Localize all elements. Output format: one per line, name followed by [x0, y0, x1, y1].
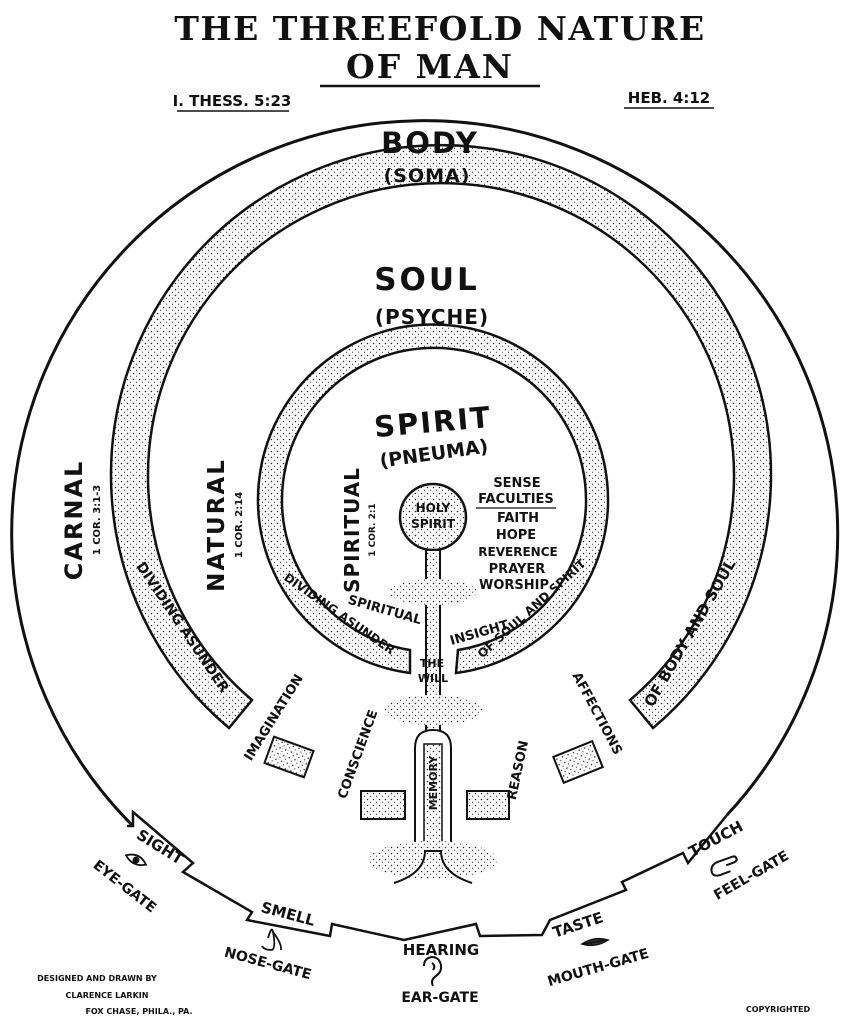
title-line-2: Of Man — [346, 47, 514, 86]
affections-label: Affections — [569, 670, 625, 758]
hand-icon — [709, 856, 740, 878]
gate-mouth: Mouth-Gate — [546, 946, 651, 990]
faculty-block-reason — [467, 791, 509, 819]
sense-taste: Taste — [551, 908, 606, 941]
spiritual-ref: 1 Cor. 2:1 — [368, 503, 378, 556]
holy-spirit-label-1: Holy — [416, 501, 451, 515]
reason-label: Reason — [505, 739, 532, 801]
faculty-sense: Sense — [493, 476, 540, 491]
conscience-label: Conscience — [335, 708, 381, 801]
spiritual-label: Spiritual — [340, 467, 364, 593]
stipple-cloud-3 — [369, 841, 497, 879]
eye-icon — [124, 851, 148, 868]
credit-line-1: Designed and Drawn by — [37, 974, 157, 983]
carnal-label: Carnal — [60, 460, 88, 581]
title-line-1: The Threefold Nature — [174, 9, 705, 48]
faculty-block-imagination — [264, 737, 313, 778]
sense-touch: Touch — [686, 817, 746, 860]
credit-line-3: Fox Chase, Phila., Pa. — [85, 1007, 192, 1016]
the-will-label-1: The — [420, 657, 444, 670]
faculty-worship: Worship — [479, 578, 549, 593]
copyright-label: Copyrighted — [746, 1005, 811, 1014]
natural-label: Natural — [204, 458, 230, 592]
title-block: The Threefold Nature Of Man I. Thess. 5:… — [173, 9, 714, 111]
faculty-reverence: Reverence — [478, 545, 557, 559]
carnal-ref: 1 Cor. 3:1-3 — [92, 485, 103, 556]
holy-spirit-label-2: Spirit — [411, 517, 456, 531]
body-title: Body — [381, 126, 479, 160]
nose-icon — [262, 930, 281, 950]
soul-title: Soul — [374, 262, 480, 298]
faculty-faculties: Faculties — [478, 492, 554, 507]
faculties-list: Sense Faculties Faith Hope Reverence Pra… — [476, 476, 558, 593]
credit-line-2: Clarence Larkin — [66, 991, 149, 1000]
body-subtitle: (Soma) — [384, 165, 471, 187]
stipple-cloud-1 — [389, 579, 477, 605]
the-will-label-2: Will — [418, 672, 448, 685]
faculty-block-affections — [553, 741, 602, 783]
ear-icon — [424, 957, 441, 986]
gate-ear: Ear-Gate — [401, 990, 478, 1006]
gate-feel: Feel-Gate — [711, 848, 792, 904]
mouth-icon — [582, 939, 608, 946]
natural-ref: 1 Cor. 2:14 — [234, 492, 245, 558]
soul-subtitle: (Psyche) — [375, 305, 489, 329]
scripture-ref-left: I. Thess. 5:23 — [173, 92, 292, 110]
faculty-block-conscience — [361, 791, 405, 819]
memory-label: Memory — [427, 755, 440, 811]
stipple-cloud-2 — [383, 695, 483, 725]
sense-hearing: Hearing — [403, 941, 479, 959]
faculty-hope: Hope — [496, 528, 536, 543]
scripture-ref-right: Heb. 4:12 — [628, 89, 710, 107]
faculty-faith: Faith — [497, 511, 539, 526]
gate-eye: Eye-Gate — [90, 857, 159, 916]
faculty-prayer: Prayer — [489, 562, 546, 577]
